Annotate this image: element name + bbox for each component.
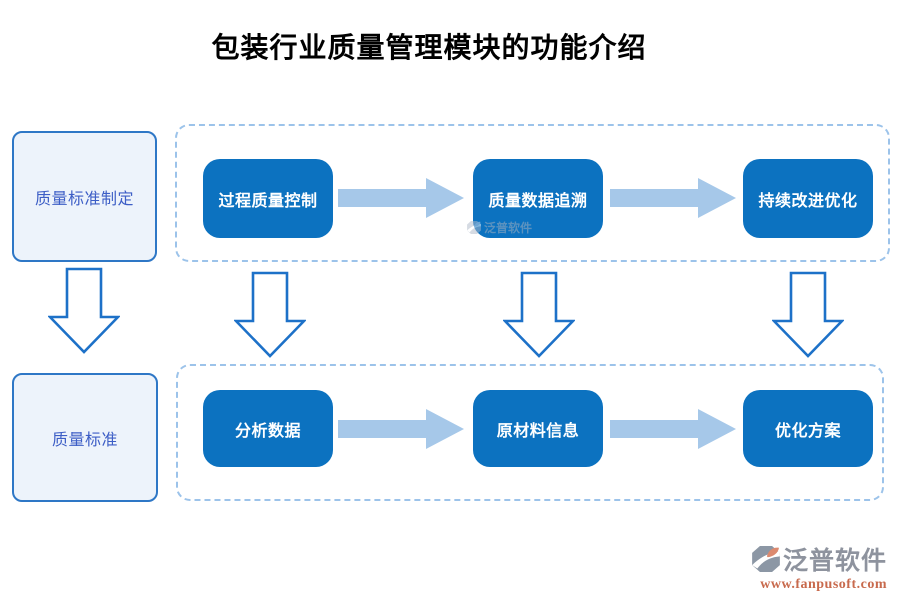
down-arrow-icon — [234, 271, 306, 358]
continuous-improvement-node: 持续改进优化 — [743, 159, 873, 238]
flow-arrow-right-icon — [610, 178, 736, 218]
quality-data-trace-label: 质量数据追溯 — [488, 192, 588, 210]
optimization-plan-node: 优化方案 — [743, 390, 873, 467]
watermark-logo-icon — [467, 221, 481, 234]
bottom-process-group — [176, 364, 884, 501]
brand-name: 泛普软件 — [782, 547, 887, 575]
continuous-improvement-label: 持续改进优化 — [758, 192, 858, 210]
down-arrow-icon — [48, 267, 120, 354]
quality-data-trace-node: 质量数据追溯 — [473, 159, 603, 238]
watermark-text: 泛普软件 — [484, 221, 533, 235]
quality-standard-box: 质量标准 — [12, 373, 158, 502]
watermark: 泛普软件 — [467, 219, 532, 236]
brand-url: www.fanpusoft.com — [760, 577, 887, 592]
flow-arrow-right-icon — [338, 409, 464, 449]
quality-standard-setting-box: 质量标准制定 — [12, 131, 157, 262]
raw-material-info-node: 原材料信息 — [473, 390, 603, 467]
quality-standard-setting-label: 质量标准制定 — [34, 190, 134, 208]
flow-arrow-right-icon — [338, 178, 464, 218]
flow-arrow-right-icon — [610, 409, 736, 449]
raw-material-info-label: 原材料信息 — [496, 422, 580, 440]
brand-logo-icon — [752, 546, 780, 572]
analyze-data-label: 分析数据 — [234, 422, 301, 440]
down-arrow-icon — [772, 271, 844, 358]
process-quality-control-label: 过程质量控制 — [218, 192, 318, 210]
quality-standard-label: 质量标准 — [51, 431, 118, 449]
optimization-plan-label: 优化方案 — [774, 422, 841, 440]
page-title: 包装行业质量管理模块的功能介绍 — [211, 33, 647, 64]
top-process-group — [175, 124, 890, 262]
analyze-data-node: 分析数据 — [203, 390, 333, 467]
footer-brand-block: 泛普软件 www.fanpusoft.com — [752, 541, 887, 593]
process-quality-control-node: 过程质量控制 — [203, 159, 333, 238]
down-arrow-icon — [503, 271, 575, 358]
brand-line: 泛普软件 — [752, 541, 887, 577]
